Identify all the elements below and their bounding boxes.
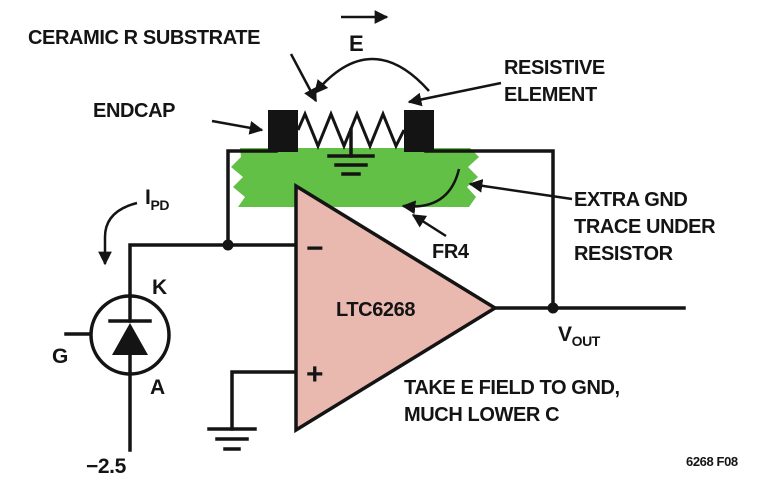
vout-label-subscript: OUT [572, 333, 601, 349]
fr4-board [231, 148, 479, 207]
photodiode-symbol [89, 294, 171, 376]
field-to-gnd-curved-arrow [401, 168, 461, 215]
vout-label-main: V [558, 323, 572, 346]
ceramic-substrate-arrow [289, 53, 318, 103]
gate-label: G [52, 345, 68, 368]
wire-inverting-input [128, 243, 297, 299]
extra-gnd-label-line1: EXTRA GND [574, 189, 687, 211]
take-e-field-label-line1: TAKE E FIELD TO GND, [404, 377, 620, 399]
ipd-label-main: I [145, 186, 150, 209]
resistor-ground-symbol [327, 128, 375, 176]
fr4-label: FR4 [432, 241, 470, 263]
opamp-noninverting-sign: + [306, 358, 323, 391]
resistor-right-endcap [404, 110, 434, 152]
resistive-element-zigzag [296, 110, 406, 150]
cathode-label: K [152, 276, 167, 299]
resistive-element-label-line2: ELEMENT [504, 84, 597, 106]
noninverting-ground-symbol [207, 427, 257, 451]
node-inverting-junction [222, 239, 234, 251]
extra-gnd-label-line2: TRACE UNDER [574, 216, 716, 238]
endcap-label: ENDCAP [93, 100, 175, 122]
wire-right-endcap-to-output [424, 149, 555, 310]
ipd-current-arrow [98, 201, 138, 266]
bias-voltage-label: −2.5 [86, 455, 127, 478]
endcap-arrow [211, 119, 264, 135]
vout-label: VOUT [558, 323, 601, 349]
ipd-label: IPD [145, 186, 169, 213]
figure-number: 6268 F08 [686, 454, 738, 469]
wire-left-endcap-to-inverting-node [226, 149, 278, 247]
extra-gnd-label-line3: RESISTOR [574, 243, 674, 265]
ceramic-substrate-label: CERAMIC R SUBSTRATE [28, 27, 260, 49]
extra-gnd-trace-arrow [468, 178, 573, 201]
e-field-arc-arrow [314, 57, 430, 95]
resistive-element-arrow [407, 81, 502, 107]
take-e-field-label-line2: MUCH LOWER C [404, 404, 559, 426]
ipd-label-subscript: PD [150, 197, 169, 213]
resistor-left-endcap [268, 110, 298, 152]
fr4-arrow [411, 213, 447, 238]
opamp-triangle [294, 182, 499, 434]
resistive-element-label-line1: RESISTIVE [504, 57, 605, 79]
wire-noninverting-input [230, 370, 297, 431]
opamp-part-label: LTC6268 [336, 299, 415, 321]
e-field-label: E [349, 31, 363, 56]
anode-label: A [150, 376, 165, 399]
opamp-inverting-sign: − [306, 232, 323, 265]
node-output-junction [547, 302, 559, 314]
